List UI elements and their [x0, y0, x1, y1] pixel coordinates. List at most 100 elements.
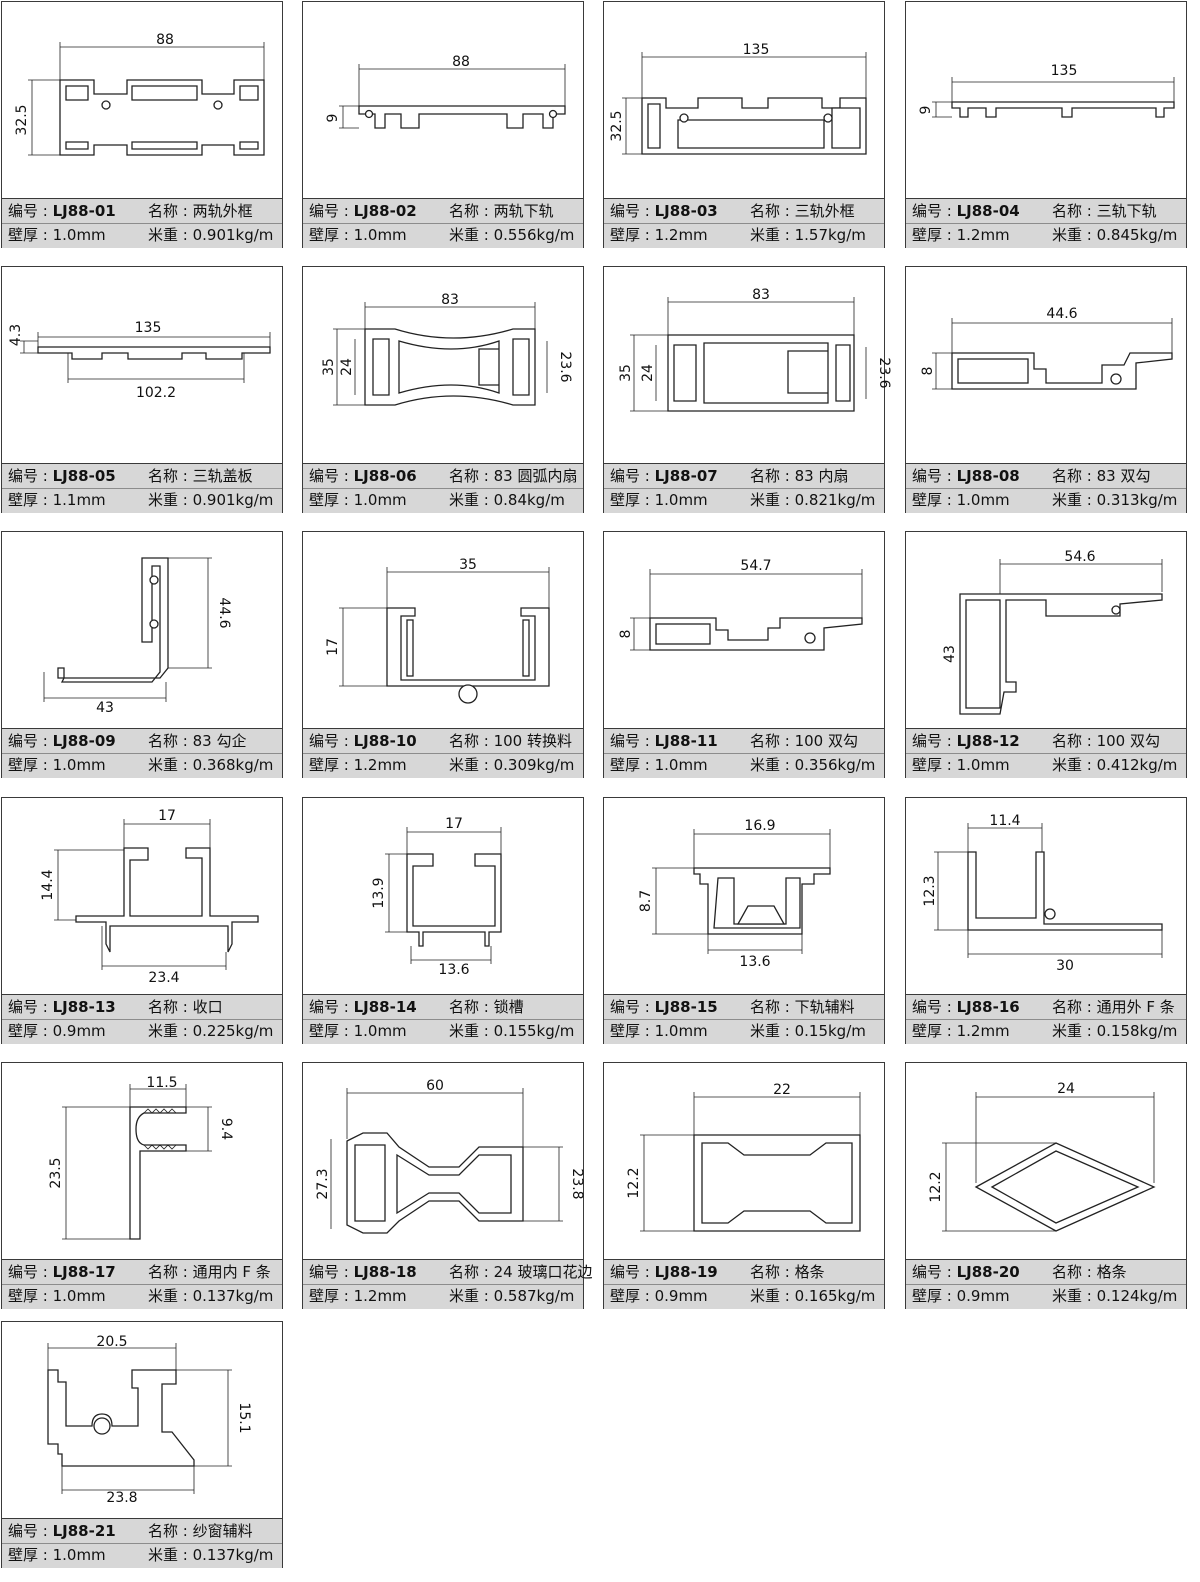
- profile-code: LJ88-03: [654, 202, 718, 220]
- code-label: 编号 :: [309, 467, 354, 485]
- profile-code: LJ88-10: [353, 732, 417, 750]
- name-label: 名称 :: [1052, 1263, 1097, 1281]
- wall-label: 壁厚 :: [610, 226, 655, 244]
- profile-drawing: 88 32.5: [14, 32, 265, 156]
- meter-weight: 0.313kg/m: [1096, 491, 1178, 509]
- meter-weight: 0.901kg/m: [192, 226, 274, 244]
- weight-label: 米重 :: [1052, 226, 1097, 244]
- dimension-label: 83: [752, 287, 770, 303]
- wall-thickness: 1.2mm: [956, 226, 1010, 244]
- code-label: 编号 :: [309, 1263, 354, 1281]
- profile-drawing: 11.5 23.5 9.4: [48, 1075, 234, 1240]
- dimension-label: 102.2: [136, 385, 176, 401]
- profile-name: 三轨下轨: [1096, 202, 1157, 220]
- code-label: 编号 :: [8, 732, 53, 750]
- wall-label: 壁厚 :: [309, 226, 354, 244]
- dimension-label: 135: [1051, 63, 1078, 79]
- meter-weight: 0.821kg/m: [794, 491, 876, 509]
- dimension-label: 27.3: [315, 1168, 331, 1199]
- profile-drawing: 135 32.5: [609, 42, 867, 155]
- code-label: 编号 :: [8, 202, 53, 220]
- dimension-label: 22: [773, 1082, 791, 1098]
- dimension-label: 8: [618, 630, 634, 639]
- wall-label: 壁厚 :: [610, 1022, 655, 1040]
- meter-weight: 0.556kg/m: [493, 226, 575, 244]
- profile-name: 83 圆弧内扇: [493, 467, 578, 485]
- wall-label: 壁厚 :: [912, 226, 957, 244]
- profile-name: 三轨外框: [794, 202, 855, 220]
- code-label: 编号 :: [309, 202, 354, 220]
- profile-code: LJ88-08: [956, 467, 1020, 485]
- profile-code: LJ88-07: [654, 467, 718, 485]
- dimension-label: 88: [452, 54, 470, 70]
- dimension-label: 12.2: [928, 1171, 944, 1202]
- weight-label: 米重 :: [449, 756, 494, 774]
- profile-code: LJ88-13: [52, 998, 116, 1016]
- dimension-label: 32.5: [609, 110, 625, 141]
- profile-name: 收口: [192, 998, 223, 1016]
- dimension-label: 54.6: [1064, 549, 1095, 565]
- wall-label: 壁厚 :: [8, 1022, 53, 1040]
- meter-weight: 0.165kg/m: [794, 1287, 876, 1305]
- meter-weight: 0.15kg/m: [794, 1022, 866, 1040]
- wall-label: 壁厚 :: [610, 491, 655, 509]
- dimension-label: 35: [321, 358, 337, 376]
- code-label: 编号 :: [912, 202, 957, 220]
- name-label: 名称 :: [1052, 998, 1097, 1016]
- profile-name: 纱窗辅料: [192, 1522, 253, 1540]
- profile-name: 100 双勾: [794, 732, 858, 750]
- dimension-label: 35: [459, 557, 477, 573]
- profile-code: LJ88-05: [52, 467, 116, 485]
- profile-name: 三轨盖板: [192, 467, 253, 485]
- profile-name: 两轨外框: [192, 202, 253, 220]
- dimension-label: 24: [339, 358, 355, 376]
- wall-label: 壁厚 :: [912, 1287, 957, 1305]
- wall-thickness: 1.0mm: [654, 491, 708, 509]
- profile-code: LJ88-01: [52, 202, 116, 220]
- dimension-label: 8: [920, 367, 936, 376]
- dimension-label: 17: [445, 816, 463, 832]
- profile-drawing: 20.5 15.1 23.8: [47, 1334, 252, 1506]
- profile-code: LJ88-04: [956, 202, 1020, 220]
- name-label: 名称 :: [750, 467, 795, 485]
- profile-name: 83 内扇: [794, 467, 849, 485]
- wall-thickness: 0.9mm: [654, 1287, 708, 1305]
- dimension-label: 13.6: [739, 954, 770, 970]
- name-label: 名称 :: [148, 202, 193, 220]
- profile-name: 下轨辅料: [794, 998, 855, 1016]
- code-label: 编号 :: [8, 1263, 53, 1281]
- profile-name: 24 玻璃口花边: [493, 1263, 593, 1281]
- dimension-label: 11.4: [989, 813, 1020, 829]
- profile-name: 锁槽: [493, 998, 524, 1016]
- dimension-label: 15.1: [236, 1402, 252, 1433]
- weight-label: 米重 :: [1052, 756, 1097, 774]
- meter-weight: 0.155kg/m: [493, 1022, 575, 1040]
- meter-weight: 0.901kg/m: [192, 491, 274, 509]
- profile-name: 83 双勾: [1096, 467, 1151, 485]
- dimension-label: 16.9: [744, 818, 775, 834]
- name-label: 名称 :: [449, 998, 494, 1016]
- meter-weight: 0.84kg/m: [493, 491, 565, 509]
- profile-code: LJ88-17: [52, 1263, 116, 1281]
- wall-label: 壁厚 :: [912, 756, 957, 774]
